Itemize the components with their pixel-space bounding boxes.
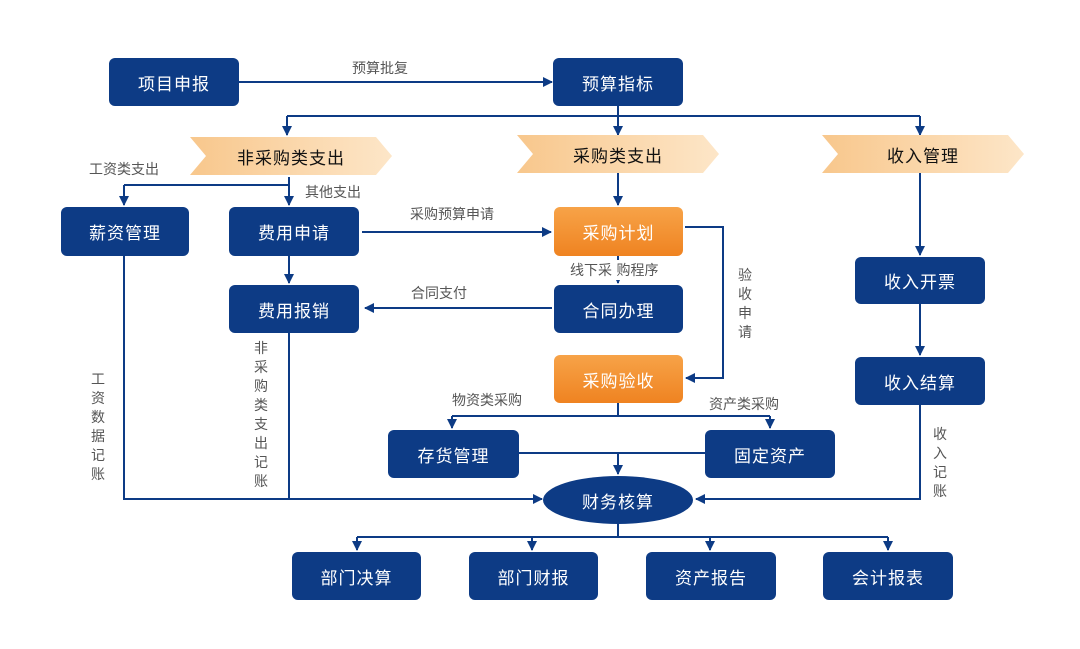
label-offline-purchase: 线下采 购程序 <box>568 260 661 280</box>
node-expense-apply[interactable]: 费用申请 <box>229 207 359 256</box>
label-budget-approval: 预算批复 <box>352 61 408 77</box>
label-income-record: 收入记账 <box>933 427 947 500</box>
label-contract-payment: 合同支付 <box>411 286 467 302</box>
node-fixed-assets[interactable]: 固定资产 <box>705 430 835 478</box>
node-budget-index[interactable]: 预算指标 <box>553 58 683 106</box>
node-asset-report[interactable]: 资产报告 <box>646 552 776 600</box>
arrow-settle-to-finance <box>695 405 921 504</box>
node-income-settle[interactable]: 收入结算 <box>855 357 985 405</box>
arrow-plan-to-accept <box>685 226 724 383</box>
node-finance-accounting[interactable]: 财务核算 <box>543 476 693 524</box>
node-purchase-plan[interactable]: 采购计划 <box>554 207 683 256</box>
label-material-purchase: 物资类采购 <box>452 393 522 409</box>
node-salary-mgmt[interactable]: 薪资管理 <box>61 207 189 256</box>
banner-income-label: 收入管理 <box>887 146 959 167</box>
node-dept-final[interactable]: 部门决算 <box>292 552 421 600</box>
label-asset-purchase: 资产类采购 <box>709 397 779 413</box>
chevron-shape <box>190 137 392 175</box>
node-dept-report[interactable]: 部门财报 <box>469 552 598 600</box>
node-expense-reimburse[interactable]: 费用报销 <box>229 285 359 333</box>
label-acceptance-apply: 验收申请 <box>738 268 752 341</box>
label-non-proc-record: 非采购类支出记账 <box>254 341 268 490</box>
label-other-expense: 其他支出 <box>305 185 361 201</box>
node-inventory-mgmt[interactable]: 存货管理 <box>388 430 519 478</box>
banner-procurement: 采购类支出 <box>517 135 719 173</box>
node-project-report[interactable]: 项目申报 <box>109 58 239 106</box>
chevron-shape <box>517 135 719 173</box>
arrow-salary-to-finance <box>123 256 543 504</box>
node-income-invoice[interactable]: 收入开票 <box>855 257 985 304</box>
label-salary-data-record: 工资数据记账 <box>91 372 105 483</box>
node-contract-handle[interactable]: 合同办理 <box>554 285 683 333</box>
banner-non-procurement-label: 非采购类支出 <box>237 148 345 169</box>
banner-procurement-label: 采购类支出 <box>573 146 663 167</box>
node-purchase-accept[interactable]: 采购验收 <box>554 355 683 403</box>
chevron-shape <box>822 135 1024 173</box>
node-accounting-report[interactable]: 会计报表 <box>823 552 953 600</box>
banner-income: 收入管理 <box>822 135 1024 173</box>
label-purchase-budget-apply: 采购预算申请 <box>410 207 494 223</box>
label-salary-expense: 工资类支出 <box>89 162 159 178</box>
banner-non-procurement: 非采购类支出 <box>190 137 392 175</box>
